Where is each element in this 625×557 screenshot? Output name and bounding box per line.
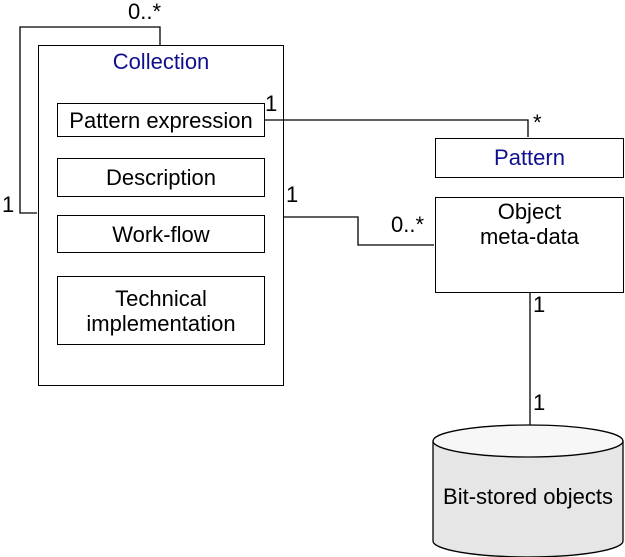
pattern-node: Pattern [435, 138, 624, 178]
multiplicity-pattern-expression-end: 1 [265, 91, 278, 116]
multiplicity-collection-end: 1 [286, 182, 299, 207]
object-meta-data-node: Object meta-data [435, 197, 624, 293]
multiplicity-self-loop-lower: 1 [2, 192, 15, 217]
pattern-expression-to-pattern-line [265, 119, 529, 137]
multiplicity-object-meta-data-end: 0..* [391, 212, 425, 237]
pattern-title: Pattern [494, 145, 565, 170]
bit-stored-objects-label: Bit-stored objects [443, 484, 613, 509]
multiplicity-self-loop-upper: 0..* [128, 0, 162, 24]
collection-to-metadata-line [284, 216, 434, 246]
multiplicity-object-meta-data-lower: 1 [533, 292, 546, 317]
attribute-work-flow: Work-flow [57, 215, 265, 253]
attribute-description: Description [57, 158, 265, 197]
collection-title: Collection [112, 49, 210, 74]
attribute-pattern-expression: Pattern expression [57, 103, 265, 137]
attribute-technical-implementation: Technical implementation [57, 276, 265, 345]
multiplicity-pattern-end: * [533, 110, 542, 135]
object-meta-data-line2: meta-data [479, 224, 580, 249]
database-cylinder-top [432, 424, 624, 458]
collection-self-association-line [19, 26, 161, 214]
object-meta-data-line1: Object [497, 199, 562, 224]
collection-node: Collection [38, 45, 284, 386]
multiplicity-bit-stored-objects-end: 1 [533, 390, 546, 415]
